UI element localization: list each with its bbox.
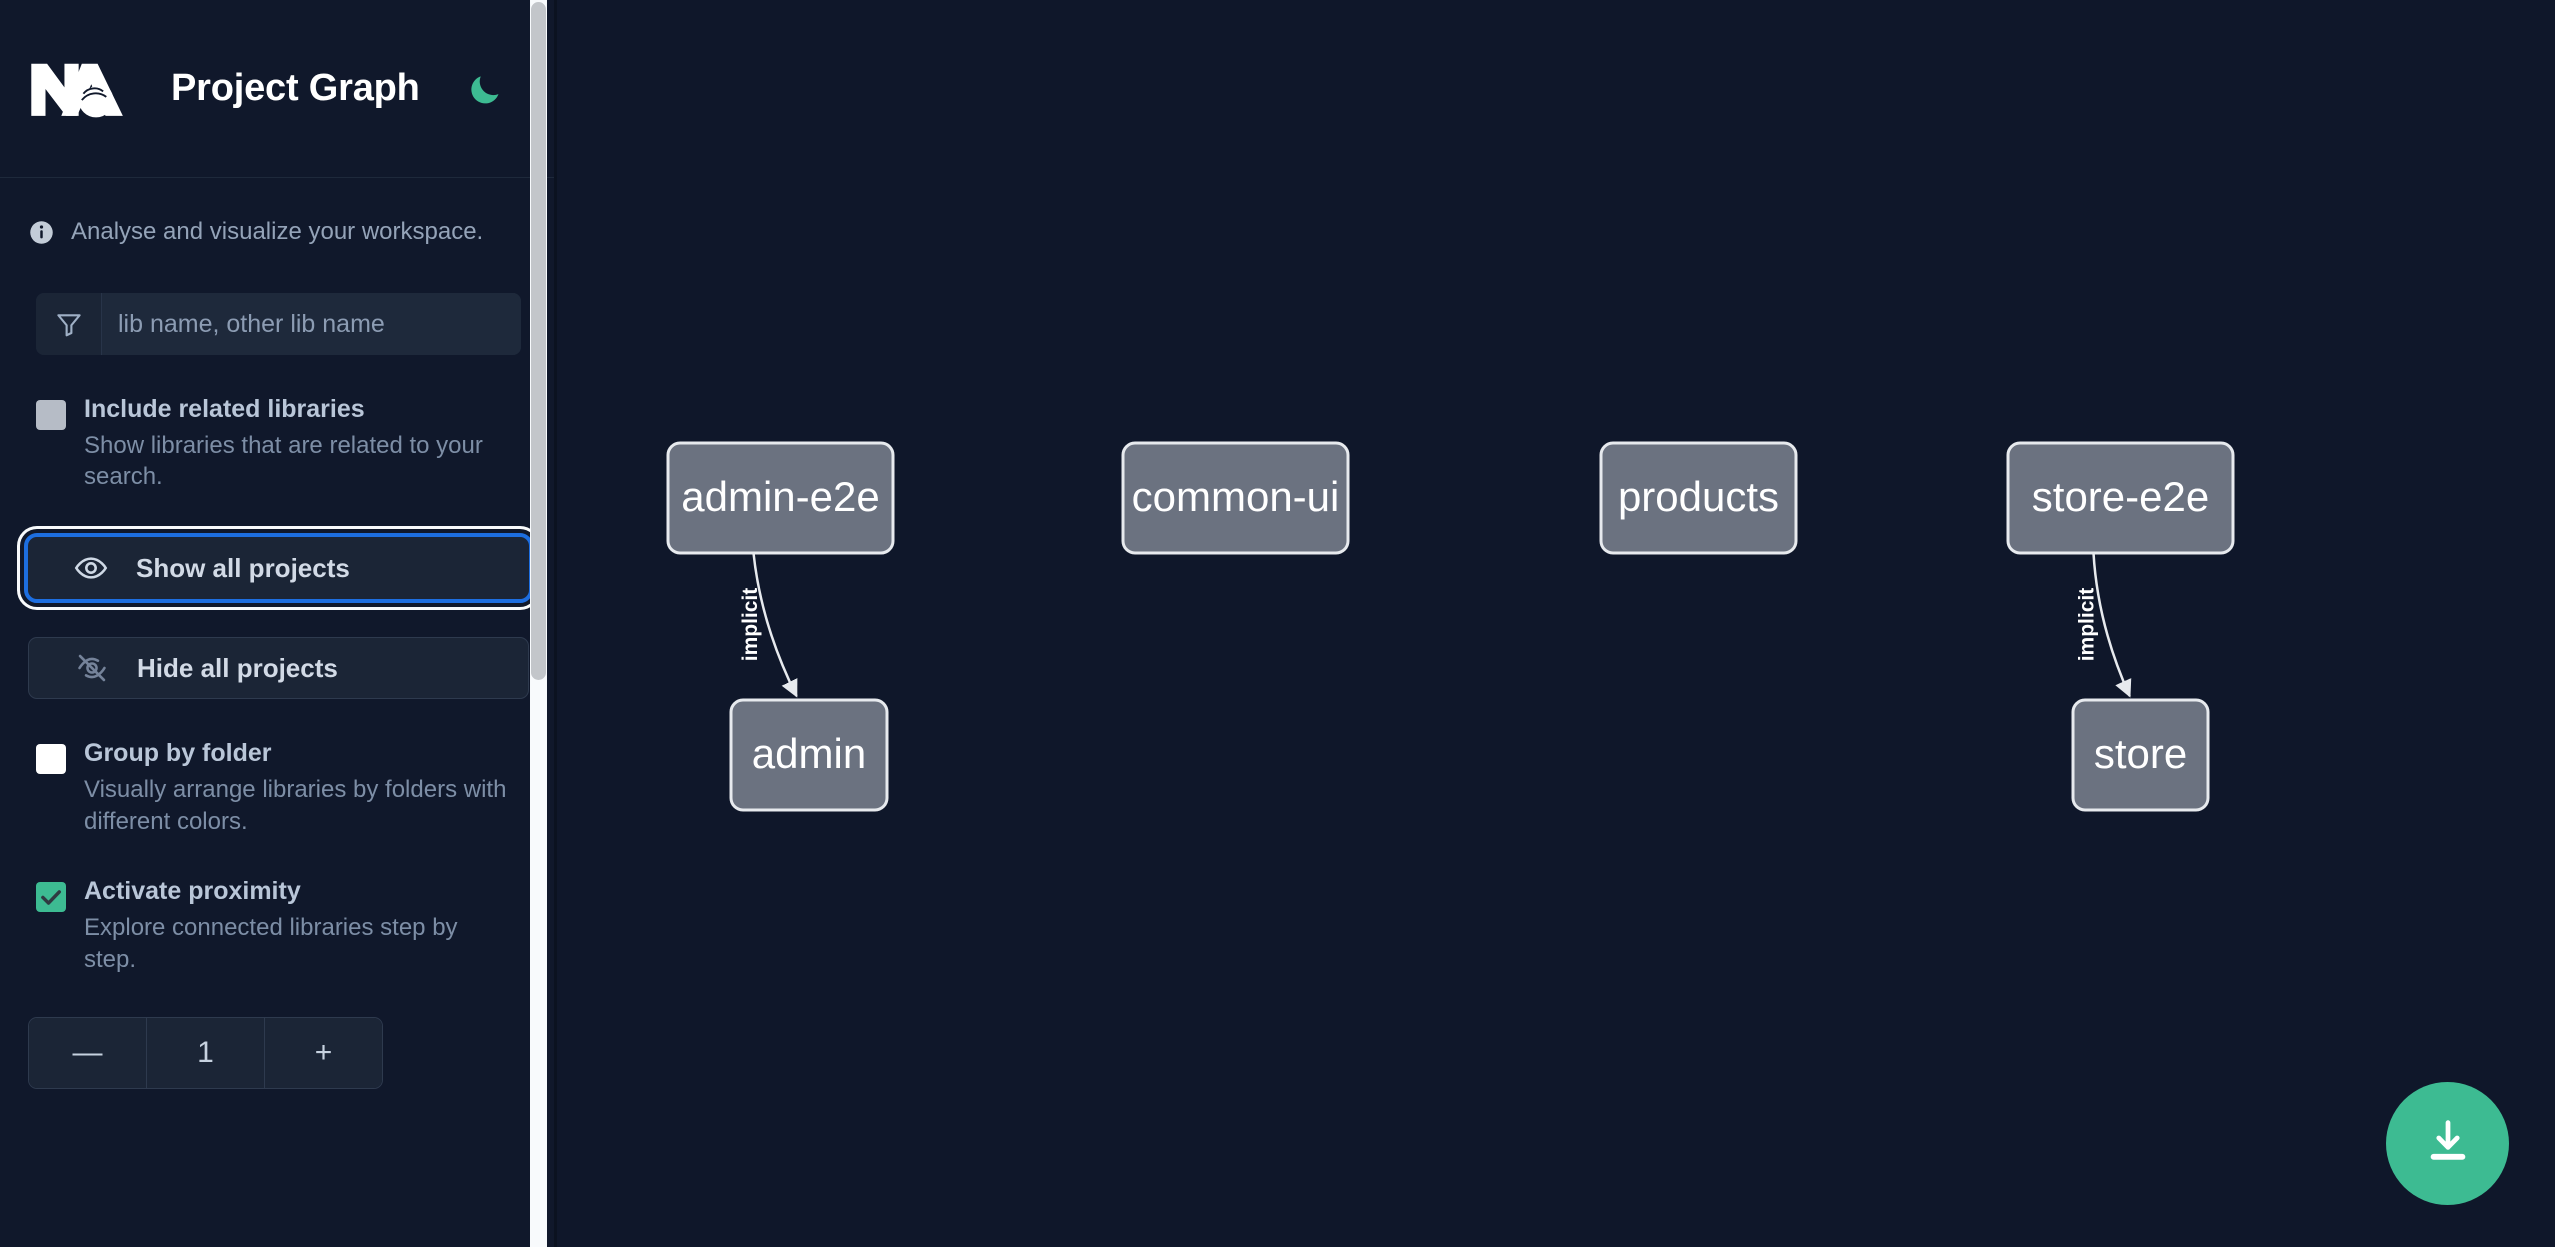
sidebar: Project Graph Analyse and visualize your… xyxy=(0,0,557,1247)
hide-all-projects-label: Hide all projects xyxy=(137,652,338,683)
graph-node-admin[interactable]: admin xyxy=(729,698,889,812)
option-label: Group by folder xyxy=(84,739,272,768)
graph-node-label: common-ui xyxy=(1132,473,1340,520)
option-label: Activate proximity xyxy=(84,877,301,906)
edge-label: implicit xyxy=(739,588,762,662)
option-include-related-libraries[interactable]: Include related libraries Show libraries… xyxy=(0,395,557,493)
graph-node-store[interactable]: store xyxy=(2071,698,2210,812)
option-description: Visually arrange libraries by folders wi… xyxy=(84,775,507,835)
graph-node-label: store-e2e xyxy=(2032,473,2209,520)
graph-node-common-ui[interactable]: common-ui xyxy=(1121,441,1350,555)
graph-node-admin-e2e[interactable]: admin-e2e xyxy=(666,441,895,555)
search-section xyxy=(0,246,557,355)
option-description: Show libraries that are related to your … xyxy=(84,431,483,491)
project-graph-svg[interactable]: implicit implicit admin-e2e common-ui produ… xyxy=(557,0,2555,1247)
show-all-projects-label: Show all projects xyxy=(136,552,350,583)
eye-off-icon xyxy=(75,650,111,686)
hide-all-projects-button[interactable]: Hide all projects xyxy=(28,637,529,700)
proximity-stepper-wrap: — 1 + xyxy=(0,1017,557,1090)
option-group-by-folder[interactable]: Group by folder Visually arrange librari… xyxy=(0,739,557,837)
graph-node-store-e2e[interactable]: store-e2e xyxy=(2006,441,2235,555)
graph-node-label: products xyxy=(1618,473,1779,520)
graph-edge-layer: implicit implicit xyxy=(739,552,2132,698)
graph-node-label: store xyxy=(2094,730,2187,777)
download-graph-button[interactable] xyxy=(2386,1082,2509,1205)
search-input[interactable] xyxy=(102,293,521,355)
graph-node-label: admin xyxy=(752,730,866,777)
search-box[interactable] xyxy=(36,293,521,355)
checkbox-group-by-folder[interactable] xyxy=(36,744,66,775)
option-activate-proximity[interactable]: Activate proximity Explore connected lib… xyxy=(0,877,557,975)
visibility-buttons: Show all projects Hide all projects xyxy=(0,533,557,700)
sidebar-divider xyxy=(554,0,557,1247)
checkbox-activate-proximity[interactable] xyxy=(36,882,66,913)
graph-node-label: admin-e2e xyxy=(681,473,879,520)
page-title: Project Graph xyxy=(171,67,420,109)
show-all-projects-button[interactable]: Show all projects xyxy=(24,533,533,604)
download-icon xyxy=(2421,1115,2475,1172)
filter-funnel-icon[interactable] xyxy=(36,293,102,355)
eye-icon xyxy=(74,550,110,586)
stepper-value[interactable]: 1 xyxy=(146,1018,265,1089)
proximity-stepper[interactable]: — 1 + xyxy=(28,1017,383,1090)
stepper-decrement-button[interactable]: — xyxy=(29,1018,146,1089)
sidebar-scrollbar-thumb[interactable] xyxy=(531,2,546,680)
stepper-increment-button[interactable]: + xyxy=(265,1018,382,1089)
sidebar-scrollbar[interactable] xyxy=(530,0,547,1247)
option-description: Explore connected libraries step by step… xyxy=(84,913,458,973)
sidebar-header: Project Graph xyxy=(0,0,557,178)
graph-canvas[interactable]: implicit implicit admin-e2e common-ui produ… xyxy=(557,0,2555,1247)
checkbox-include-related-libraries[interactable] xyxy=(36,400,66,430)
graph-edge: implicit xyxy=(739,552,798,698)
sidebar-tagline: Analyse and visualize your workspace. xyxy=(0,178,557,246)
nx-logo-icon xyxy=(28,59,123,119)
graph-node-layer: admin-e2e common-ui products store-e2e admin… xyxy=(666,441,2235,812)
info-icon xyxy=(28,219,55,246)
graph-node-products[interactable]: products xyxy=(1599,441,1798,555)
moon-icon[interactable] xyxy=(462,66,508,112)
tagline-text: Analyse and visualize your workspace. xyxy=(71,218,484,245)
graph-edge: implicit xyxy=(2076,552,2132,698)
option-label: Include related libraries xyxy=(84,395,365,423)
edge-label: implicit xyxy=(2076,588,2099,662)
